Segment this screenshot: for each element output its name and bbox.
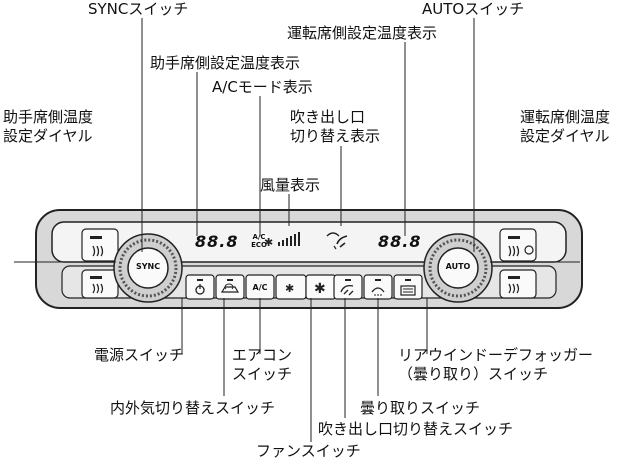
label-rear-defogger-switch: リアウインドーデフォッガー （曇り取り）スイッチ xyxy=(398,346,594,383)
passenger-temp-readout: 88.8 xyxy=(195,232,239,251)
front-defog-icon xyxy=(371,287,385,293)
leader-lines xyxy=(14,18,580,442)
dial-knurl xyxy=(428,238,488,298)
sync-button[interactable] xyxy=(127,247,169,289)
dial-knurl xyxy=(118,238,178,298)
label-vent-mode-display: 吹き出し口 切り替え表示 xyxy=(290,108,381,145)
ac-button-label: A/C xyxy=(252,283,268,292)
fan-small-icon: ✱ xyxy=(285,282,294,295)
label-passenger-temp-display: 助手席側設定温度表示 xyxy=(150,54,301,72)
label-passenger-temp-dial: 助手席側温度 設定ダイヤル xyxy=(3,108,94,145)
auto-knob-label: AUTO xyxy=(445,262,471,271)
vent-mode-icon xyxy=(340,284,354,296)
ac-indicator-bottom: ECO xyxy=(251,241,267,249)
auto-button[interactable] xyxy=(437,247,479,289)
label-recirculation-switch: 内外気切り替えスイッチ xyxy=(110,399,276,417)
rear-defogger-icon xyxy=(400,285,416,296)
label-driver-temp-display: 運転席側設定温度表示 xyxy=(287,24,438,42)
car-recirculation-icon xyxy=(220,286,240,293)
label-fan-level-display: 風量表示 xyxy=(260,176,321,194)
right-seat-heater-button[interactable] xyxy=(499,228,537,262)
seat-vent-icon xyxy=(92,283,104,294)
driver-temp-readout: 88.8 xyxy=(378,232,422,251)
label-auto-switch: AUTOスイッチ xyxy=(422,0,525,18)
label-fan-switch: ファンスイッチ xyxy=(256,442,361,460)
label-sync-switch: SYNCスイッチ xyxy=(88,0,189,18)
label-power-switch: 電源スイッチ xyxy=(94,346,185,364)
svg-text:✱: ✱ xyxy=(264,236,273,249)
seat-vent-icon xyxy=(508,283,520,294)
sync-knob-label: SYNC xyxy=(135,262,161,271)
vent-mode-display-icon xyxy=(326,232,348,250)
seat-heater-icon xyxy=(92,245,104,257)
left-seat-heater-button[interactable] xyxy=(81,228,119,262)
label-defog-switch: 曇り取りスイッチ xyxy=(360,399,481,417)
label-vent-mode-switch: 吹き出し口切り替えスイッチ xyxy=(318,420,514,438)
left-seat-vent-button[interactable] xyxy=(81,269,119,299)
ac-indicator-top: A/C xyxy=(252,233,266,241)
seat-heater-icon xyxy=(508,245,520,257)
steering-heater-icon xyxy=(524,245,534,255)
vent-mode-button[interactable] xyxy=(333,274,363,300)
label-driver-temp-dial: 運転席側温度 設定ダイヤル xyxy=(520,108,611,145)
fan-large-icon: ✱ xyxy=(314,281,326,297)
fan-level-icon: ✱ xyxy=(264,232,300,249)
right-seat-vent-button[interactable] xyxy=(499,269,537,299)
label-aircon-switch: エアコン スイッチ xyxy=(232,346,293,383)
label-ac-mode-display: A/Cモード表示 xyxy=(212,78,313,96)
